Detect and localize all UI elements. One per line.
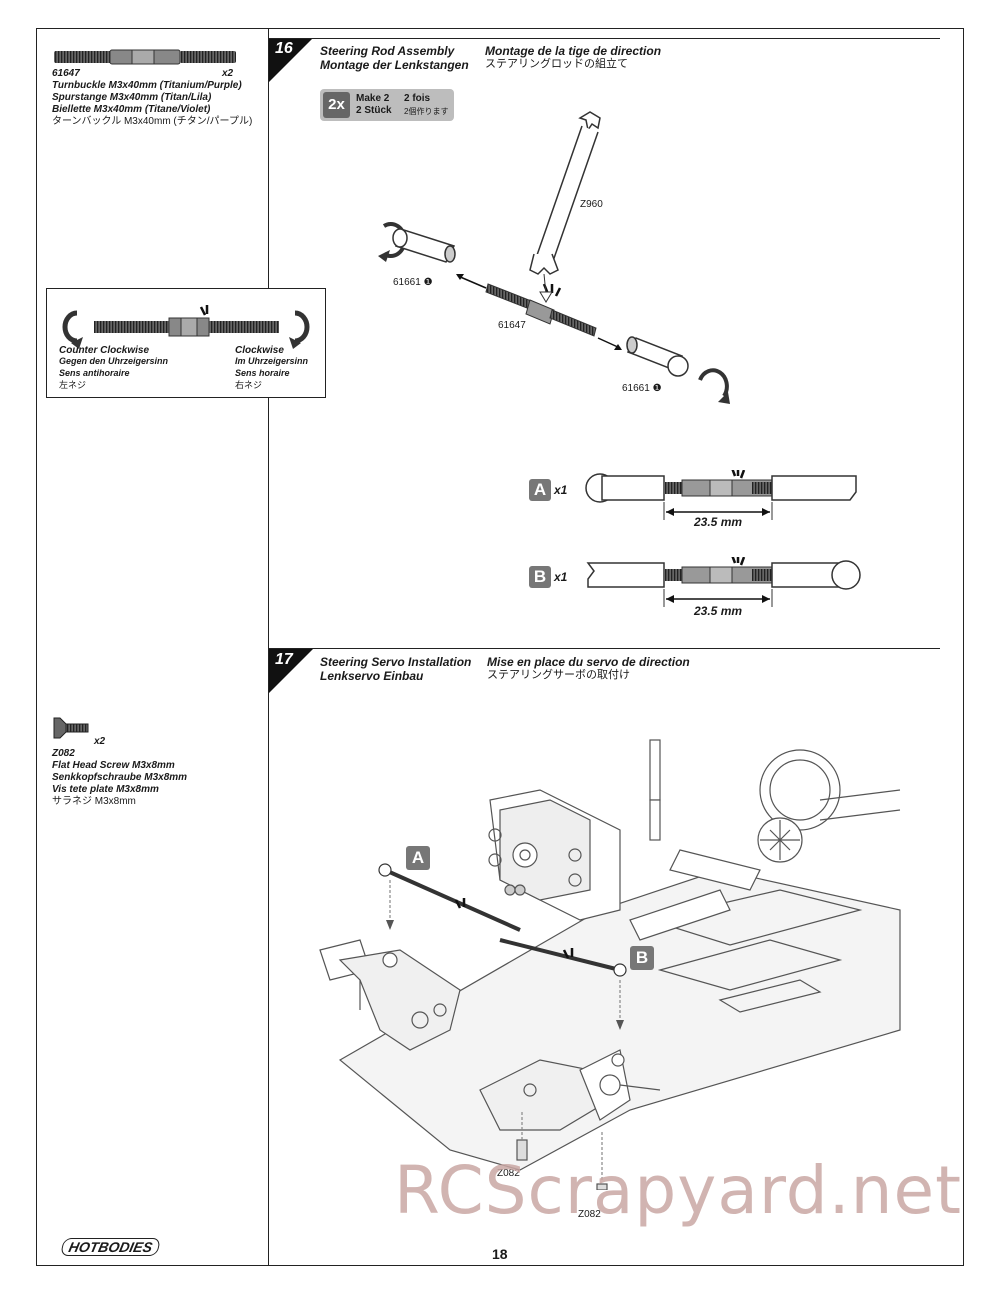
page-frame [36,28,964,1266]
rod-part-label: 61647 [498,320,526,331]
column-divider [268,28,269,1266]
variant-a-dimension: 23.5 mm [694,515,743,529]
step16-header-line [268,38,940,39]
ccw-label-de: Gegen den Uhrzeigersinn [59,356,169,366]
steering-rod-a [384,868,521,932]
cw-label-en: Clockwise [235,345,284,356]
spur-gear [759,749,841,831]
step17-screw-label-1: Z082 [497,1168,520,1179]
make-label-fr: 2 fois [404,93,431,104]
make-label-jp: 2個作ります [404,107,449,116]
step17-screw-label-2: Z082 [578,1209,601,1220]
variant-b-qty: x1 [554,570,568,584]
ccw-label-fr: Sens antihoraire [59,368,130,378]
step17-title-fr: Mise en place du servo de direction [487,655,690,669]
ball-cup-left-icon [392,228,456,263]
variant-a-letter: A [529,479,551,501]
variant-b-rod-diagram [586,557,861,607]
screw-desc-fr: Vis tete plate M3x8mm [52,784,159,795]
front-right-hub [479,1049,661,1131]
step17-title-de: Lenkservo Einbau [320,669,424,683]
part-turnbuckle: 61647 x2 Turnbuckle M3x40mm (Titanium/Pu… [52,48,262,128]
thread-direction-legend: Counter Clockwise Gegen den Uhrzeigersin… [46,288,326,398]
screw-part-no: Z082 [52,748,75,759]
screw-desc-jp: サラネジ M3x8mm [52,796,136,807]
watermark: RCScrapyard.net [394,1152,962,1229]
variant-a-qty: x1 [554,483,568,497]
steering-servo [488,789,621,921]
variant-b-letter-text: B [533,567,547,586]
page-number: 18 [492,1246,508,1262]
turnbuckle-icon [54,49,236,65]
screw-desc-de: Senkkopfschraube M3x8mm [52,772,188,783]
step16-exploded-diagram [378,111,730,404]
end-right-part-label: 61661 ❶ [622,383,662,394]
step17-marker-a-text: A [411,848,425,867]
ccw-label-en: Counter Clockwise [59,345,150,356]
turnbuckle-part-no: 61647 [52,68,80,79]
step16-title-fr: Montage de la tige de direction [485,44,662,58]
variant-a-letter-text: A [533,480,547,499]
cw-label-fr: Sens horaire [235,368,290,378]
cw-label-jp: 右ネジ [235,380,263,390]
step17-marker-b-text: B [635,948,649,967]
variant-b-letter: B [529,566,551,588]
make-label-de: 2 Stück [356,105,392,116]
end-left-part-label: 61661 ❶ [393,277,433,288]
wrench-part-label: Z960 [580,199,603,210]
step17-marker-b: B [630,946,654,970]
turnbuckle-qty: x2 [222,68,234,79]
end-left-part-no: 61661 [393,277,421,288]
step17-marker-a: A [406,846,430,870]
thread-direction-diagram [62,305,310,349]
ccw-label-jp: 左ネジ [59,380,87,390]
turnbuckle-desc-en: Turnbuckle M3x40mm (Titanium/Purple) [52,80,242,91]
turnbuckle-desc-jp: ターンバックル M3x40mm (チタン/パープル) [52,116,253,127]
step17-number-badge: 17 [269,649,313,693]
make-label-en: Make 2 [356,93,390,104]
step17-divider [268,648,940,649]
end-right-part-no: 61661 [622,383,650,394]
make-count-panel: 2x Make 2 2 Stück 2 fois 2個作ります [320,89,454,121]
step17-number: 17 [275,651,293,668]
variant-a-rod-diagram [585,470,857,520]
cw-rotate-arrow-icon [698,368,729,398]
step16-title-en: Steering Rod Assembly [320,44,455,58]
hotbodies-logo: HOTBODIES [60,1238,162,1256]
variant-b-dimension: 23.5 mm [694,604,743,618]
step16-number: 16 [275,40,293,57]
ball-cup-right-icon [626,336,689,377]
steering-rod-b [499,938,621,972]
cw-label-de: Im Uhrzeigersinn [235,356,309,366]
screw-right [596,1183,608,1190]
step17-title-en: Steering Servo Installation [320,655,472,669]
screw-desc-en: Flat Head Screw M3x8mm [52,760,175,771]
step16-title-jp: ステアリングロッドの組立て [485,58,628,70]
turnbuckle-desc-de: Spurstange M3x40mm (Titan/Lila) [52,92,212,103]
screw-qty: x2 [94,736,106,747]
turnbuckle-desc-fr: Biellette M3x40mm (Titane/Violet) [52,104,211,115]
part-screw: x2 Z082 Flat Head Screw M3x8mm Senkkopfs… [52,716,262,808]
make-count-badge-text: 2x [328,96,345,113]
step17-chassis-diagram [319,739,901,1190]
step16-title-de: Montage der Lenkstangen [320,58,469,72]
step16-number-badge: 16 [269,38,313,82]
front-left-hub [319,939,461,1051]
make-count-badge: 2x [323,92,350,118]
turnbuckle-rod-icon [485,283,597,337]
flat-head-screw-icon [53,717,89,739]
step17-title-jp: ステアリングサーボの取付け [487,669,630,681]
wrench-z960-icon [529,111,601,275]
